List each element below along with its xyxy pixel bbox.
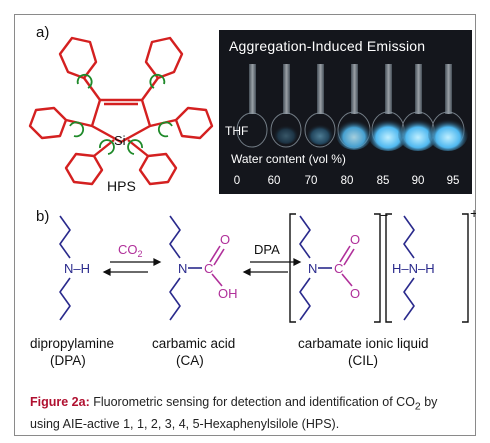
si-label: Si: [114, 133, 126, 148]
rotation-arrow-icon: [127, 139, 143, 155]
caption-text-1: Fluorometric sensing for detection and i…: [89, 395, 415, 409]
water-value: 95: [446, 175, 460, 187]
compound-name: carbamic acid: [152, 336, 236, 351]
carbamic-o-label: O: [220, 232, 230, 247]
co2-label: CO2: [118, 242, 143, 259]
water-value: 85: [376, 175, 390, 187]
rotation-arrow-icon: [76, 73, 93, 89]
phenyl-ring: [64, 152, 104, 186]
compound-abbr: (CIL): [348, 353, 378, 368]
minus-charge: −: [380, 210, 388, 223]
thf-label: THF: [225, 124, 249, 138]
ionic-n-label: N: [308, 261, 317, 276]
water-value: 90: [411, 175, 425, 187]
ionic-c-label: C: [334, 261, 343, 276]
compound-abbr: (DPA): [50, 353, 86, 368]
panel-b-label: b): [36, 208, 50, 225]
carbamic-c-label: C: [204, 261, 213, 276]
ionic-o-label-top: O: [350, 232, 360, 247]
water-value: 0: [233, 175, 241, 187]
water-value: 60: [267, 175, 281, 187]
water-values: 0 60 70 80 85 90 95: [219, 175, 472, 191]
reaction-scheme: N–H CO2 N C O OH DPA N C O O − H–N–H +: [59, 210, 476, 323]
ionic-o-label-bottom: O: [350, 286, 360, 301]
dpa-arrow-label: DPA: [254, 242, 280, 257]
molecule-label: HPS: [107, 178, 136, 194]
silole-ring: [90, 98, 152, 144]
water-value: 80: [340, 175, 354, 187]
rotation-arrow-icon: [149, 73, 166, 89]
compound-name: carbamate ionic liquid: [298, 336, 429, 351]
carbamic-n-label: N: [178, 261, 187, 276]
phenyl-ring: [174, 106, 214, 140]
rotation-arrow-icon: [157, 121, 173, 138]
phenyl-ring: [138, 152, 178, 186]
water-content-label: Water content (vol %): [231, 152, 346, 166]
hps-molecule: Si: [28, 36, 214, 186]
figure-caption: Figure 2a: Fluorometric sensing for dete…: [30, 394, 470, 432]
caption-lead: Figure 2a:: [30, 395, 90, 409]
rotation-arrow-icon: [69, 121, 85, 138]
plus-charge: +: [470, 210, 476, 221]
compound-name: dipropylamine: [30, 336, 115, 351]
phenyl-ring: [58, 36, 98, 80]
caption-text-2: by using AIE-active 1, 1, 2, 3, 4, 5-Hex…: [30, 395, 438, 431]
phenyl-ring: [28, 106, 68, 140]
caption-sub: 2: [414, 401, 421, 413]
dpa-amine-label: N–H: [64, 261, 90, 276]
carbamic-oh-label: OH: [218, 286, 238, 301]
rotation-arrow-icon: [99, 139, 115, 155]
photo-title: Aggregation-Induced Emission: [229, 38, 426, 54]
ammonium-label: H–N–H: [392, 261, 435, 276]
panel-a-label: a): [36, 24, 50, 41]
water-value: 70: [304, 175, 318, 187]
aie-photo: Aggregation-Induced Emission THF Water c…: [219, 30, 472, 194]
vials-illustration: [236, 64, 468, 151]
compound-abbr: (CA): [176, 353, 204, 368]
phenyl-ring: [144, 36, 184, 80]
